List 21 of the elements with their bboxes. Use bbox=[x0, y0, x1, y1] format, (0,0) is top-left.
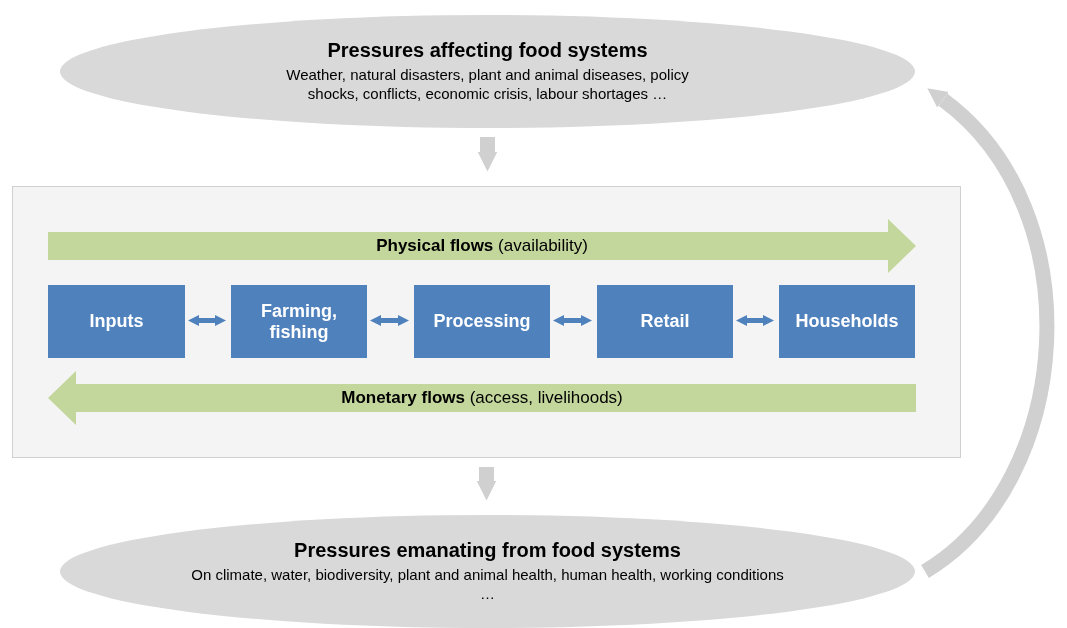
ellipse-title: Pressures affecting food systems bbox=[327, 39, 648, 63]
arrow bbox=[477, 137, 498, 172]
arrow bbox=[553, 315, 592, 326]
flow-label: Monetary flows (access, livelihoods) bbox=[341, 388, 623, 408]
flow-band-arrow bbox=[48, 219, 916, 273]
stage-box: Retail bbox=[597, 285, 733, 358]
ellipse-title: Pressures emanating from food systems bbox=[294, 539, 681, 563]
arrow bbox=[736, 315, 774, 326]
stage-box: Farming, fishing bbox=[231, 285, 367, 358]
arrow bbox=[920, 86, 1054, 578]
stage-box: Processing bbox=[414, 285, 550, 358]
stage-box: Households bbox=[779, 285, 915, 358]
value-chain-panel bbox=[12, 186, 961, 458]
ellipse-description: On climate, water, biodiversity, plant and animal health, human health, working conditions … bbox=[190, 566, 785, 604]
ellipse-description: Weather, natural disasters, plant and animal diseases, policy shocks, conflicts, economic crisis, labour shortages … bbox=[285, 66, 690, 104]
flow-band-arrow bbox=[48, 371, 916, 425]
stage-box: Inputs bbox=[48, 285, 185, 358]
arrow bbox=[476, 467, 497, 501]
arrow bbox=[370, 315, 409, 326]
flow-label: Physical flows (availability) bbox=[376, 236, 588, 256]
arrow bbox=[188, 315, 226, 326]
